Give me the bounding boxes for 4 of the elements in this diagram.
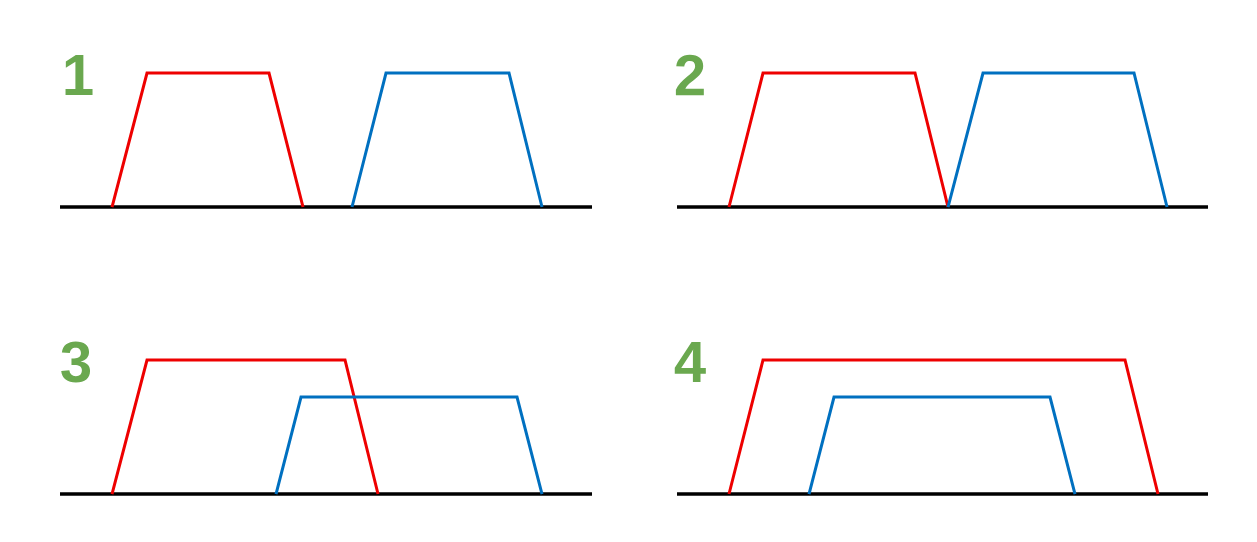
panel-number: 2 (675, 54, 704, 96)
panel-number: 3 (61, 341, 91, 383)
panel-number: 1 (65, 55, 93, 95)
panel-number: 4 (674, 342, 706, 382)
